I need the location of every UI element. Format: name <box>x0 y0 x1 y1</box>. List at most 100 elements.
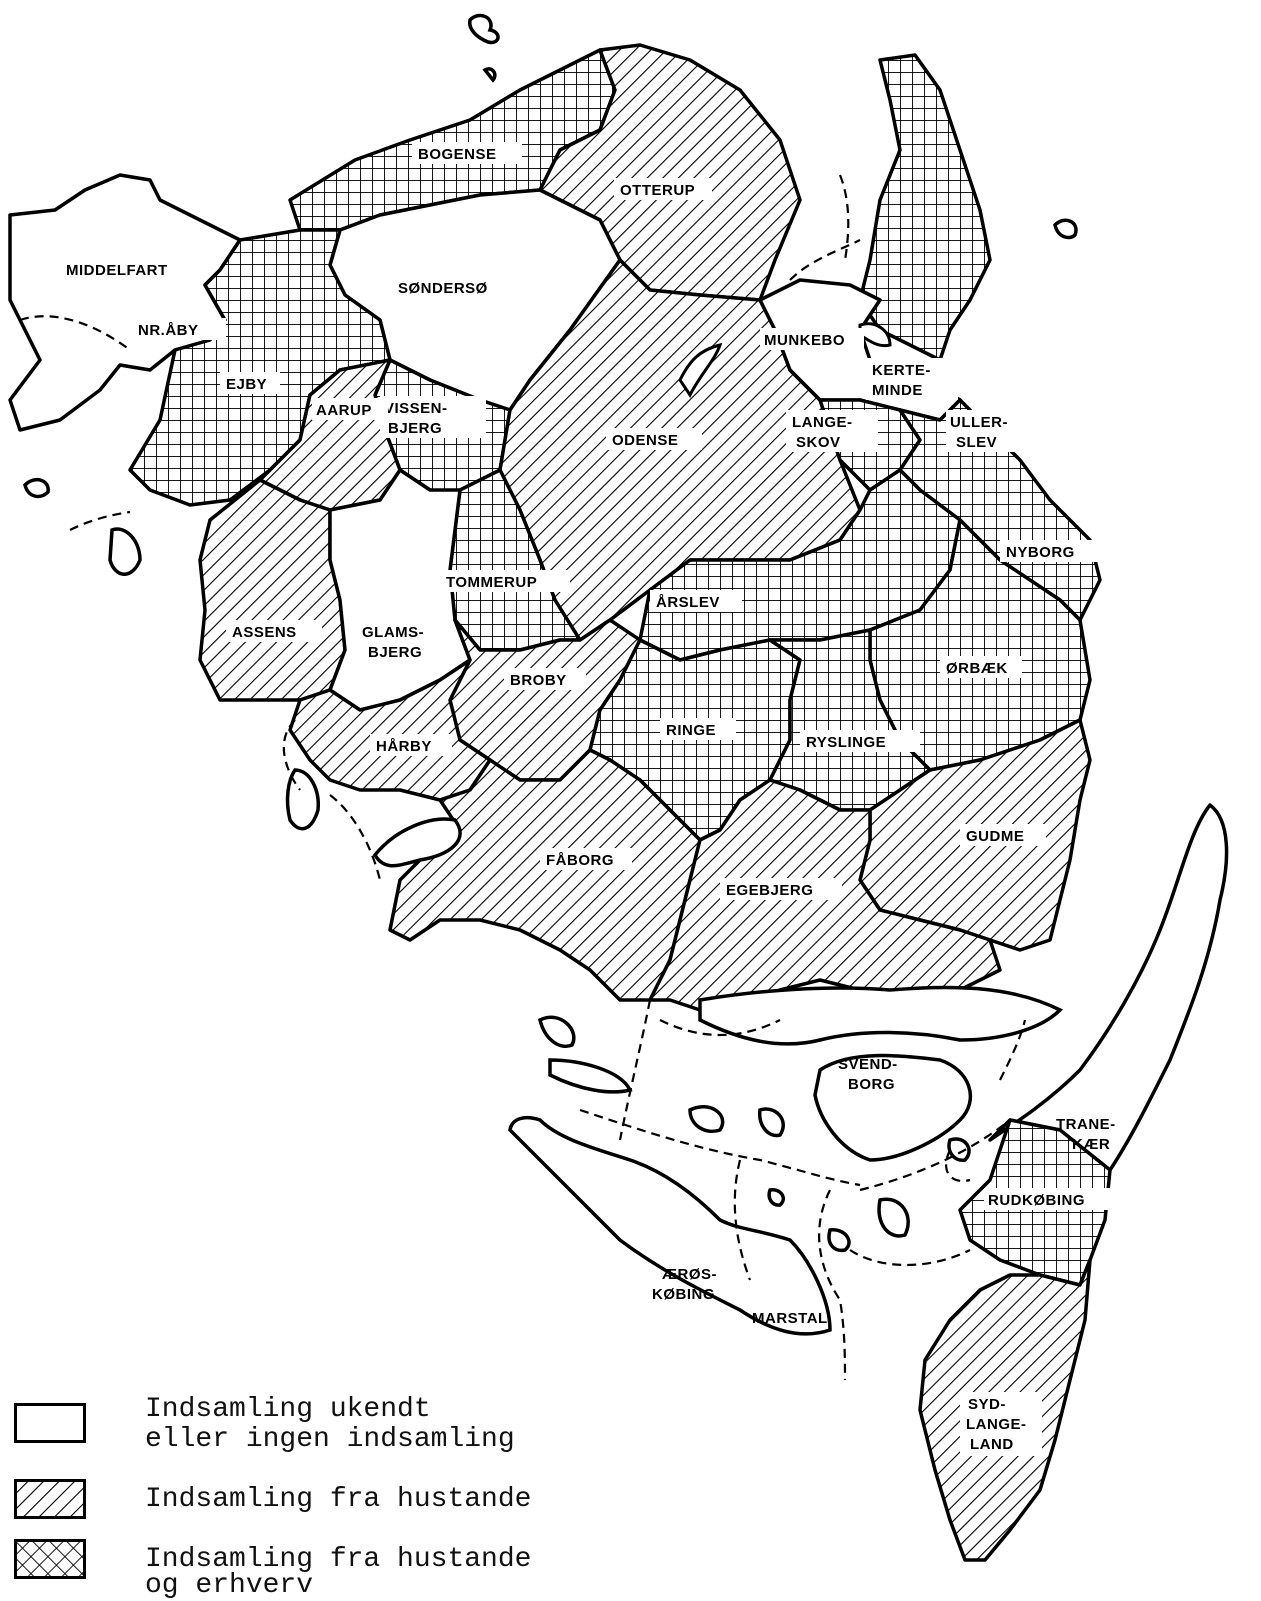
svg-text:EGEBJERG: EGEBJERG <box>726 882 813 899</box>
svg-text:ULLER-: ULLER- <box>950 414 1008 431</box>
dashed-boundary-15 <box>999 1019 1027 1081</box>
island-small-3 <box>688 1105 725 1133</box>
label-broby: BROBY <box>504 668 586 690</box>
label-marstal: MARSTAL <box>752 1310 828 1327</box>
island-small-2 <box>548 1058 633 1094</box>
svg-text:GLAMS-: GLAMS- <box>362 624 424 641</box>
svg-text:TOMMERUP: TOMMERUP <box>446 574 537 591</box>
svg-text:BOGENSE: BOGENSE <box>418 146 497 163</box>
label-tranekaer: TRANE- KÆR <box>1056 1116 1116 1153</box>
svg-text:KÆR: KÆR <box>1072 1136 1110 1153</box>
svg-text:GUDME: GUDME <box>966 828 1024 845</box>
svg-text:LANGE-: LANGE- <box>792 414 853 431</box>
dashed-boundary-8 <box>659 1019 781 1037</box>
svg-text:ASSENS: ASSENS <box>232 624 297 641</box>
label-harby: HÅRBY <box>370 734 452 756</box>
svg-text:NR.ÅBY: NR.ÅBY <box>138 322 199 339</box>
svg-text:BROBY: BROBY <box>510 672 567 689</box>
dashed-boundary-4 <box>69 510 131 531</box>
island-small-5 <box>877 1197 910 1238</box>
region-labels: BOGENSE OTTERUP MIDDELFART SØNDERSØ NR.Å… <box>62 142 1116 1456</box>
svg-text:KØBING: KØBING <box>652 1286 715 1303</box>
svg-text:SØNDERSØ: SØNDERSØ <box>398 280 488 297</box>
island-small-4 <box>758 1107 785 1138</box>
island-avernako <box>372 817 462 868</box>
svg-text:ÆRØS-: ÆRØS- <box>662 1266 717 1283</box>
label-aarup: AARUP <box>312 398 388 420</box>
island-west-1 <box>23 477 50 499</box>
label-ringe: RINGE <box>660 718 736 740</box>
label-nr-aby: NR.ÅBY <box>134 318 226 340</box>
dashed-boundary-12 <box>859 1119 1011 1192</box>
map-legend: Indsamling ukendt eller ingen indsamling… <box>10 1394 630 1601</box>
legend-label-none-2: eller ingen indsamling <box>145 1424 515 1455</box>
svg-text:VISSEN-: VISSEN- <box>384 400 448 417</box>
label-rudkobing: RUDKØBING <box>984 1188 1110 1210</box>
label-svendborg: SVEND-BORG <box>838 1056 898 1093</box>
label-faborg: FÅBORG <box>540 848 632 870</box>
svg-text:SYD-: SYD- <box>968 1396 1006 1413</box>
label-sondersø: SØNDERSØ <box>398 280 488 297</box>
label-orbaek: ØRBÆK <box>940 656 1022 678</box>
svg-text:MARSTAL: MARSTAL <box>752 1310 828 1327</box>
dashed-boundary-7 <box>618 999 652 1141</box>
svg-text:TRANE-: TRANE- <box>1056 1116 1116 1133</box>
label-ejby: EJBY <box>220 372 280 394</box>
island-north-2 <box>482 67 497 83</box>
svg-text:SVEND-: SVEND- <box>838 1056 898 1073</box>
label-sydlangeland: SYD- LANGE- LAND <box>960 1392 1042 1456</box>
label-odense: ODENSE <box>606 428 702 450</box>
dashed-boundary-2 <box>789 239 861 281</box>
svg-text:LANGE-: LANGE- <box>966 1416 1027 1433</box>
svg-text:ØRBÆK: ØRBÆK <box>946 660 1008 677</box>
svg-text:RUDKØBING: RUDKØBING <box>988 1192 1085 1209</box>
dashed-boundary-13 <box>849 1249 971 1267</box>
svg-text:RYSLINGE: RYSLINGE <box>806 734 886 751</box>
svg-text:BJERG: BJERG <box>388 420 442 437</box>
svg-text:KERTE-: KERTE- <box>872 362 931 379</box>
legend-label-both-2: og erhverv <box>145 1570 314 1601</box>
dashed-boundary-3 <box>19 315 131 351</box>
svg-text:EJBY: EJBY <box>226 376 267 393</box>
kerteminde-fjord <box>858 322 892 348</box>
island-taasinge <box>813 1053 972 1162</box>
label-ullerslev: ULLER-SLEV <box>946 410 1028 452</box>
island-west-2 <box>108 527 142 576</box>
label-egebjerg: EGEBJERG <box>720 878 842 900</box>
island-small-6 <box>827 1228 851 1253</box>
label-assens: ASSENS <box>226 620 322 642</box>
dashed-boundary-9 <box>579 1108 861 1187</box>
label-otterup: OTTERUP <box>614 178 712 200</box>
label-ryslinge: RYSLINGE <box>800 730 920 752</box>
svg-text:NYBORG: NYBORG <box>1006 544 1075 561</box>
svg-text:LAND: LAND <box>970 1436 1014 1453</box>
lake-arreso <box>678 342 723 398</box>
svg-text:HÅRBY: HÅRBY <box>376 738 432 755</box>
legend-label-none-1: Indsamling ukendt <box>145 1394 431 1425</box>
island-svendborg-shore <box>698 985 1063 1046</box>
dashed-boundary-14 <box>944 1149 971 1183</box>
label-tommerup: TOMMERUP <box>440 570 570 592</box>
svg-text:RINGE: RINGE <box>666 722 716 739</box>
island-small-1 <box>537 1015 576 1048</box>
svg-text:MINDE: MINDE <box>872 382 923 399</box>
island-small-7 <box>767 1188 785 1207</box>
region-kerteminde-north <box>858 53 992 362</box>
label-vissenbjerg: VISSEN- BJERG <box>380 396 486 438</box>
svg-text:MUNKEBO: MUNKEBO <box>764 332 845 349</box>
island-small-8 <box>947 1137 971 1162</box>
legend-swatch-cross <box>14 1539 86 1579</box>
dashed-boundary-11 <box>818 1189 847 1381</box>
island-east-1 <box>1053 218 1078 240</box>
dashed-boundary-10 <box>733 1159 752 1281</box>
label-arslev: ÅRSLEV <box>650 590 742 612</box>
dashed-boundary-1 <box>838 174 850 261</box>
label-glamsbjerg: GLAMS-BJERG <box>362 624 424 661</box>
label-kerteminde: KERTE- MINDE <box>866 358 958 400</box>
dashed-boundary-5 <box>282 719 301 791</box>
legend-label-both-1: Indsamling fra hustande <box>145 1544 532 1575</box>
island-lyo <box>285 768 320 831</box>
label-aeroskobing: ÆRØS- KØBING <box>652 1266 717 1303</box>
label-munkebo: MUNKEBO <box>760 328 864 350</box>
